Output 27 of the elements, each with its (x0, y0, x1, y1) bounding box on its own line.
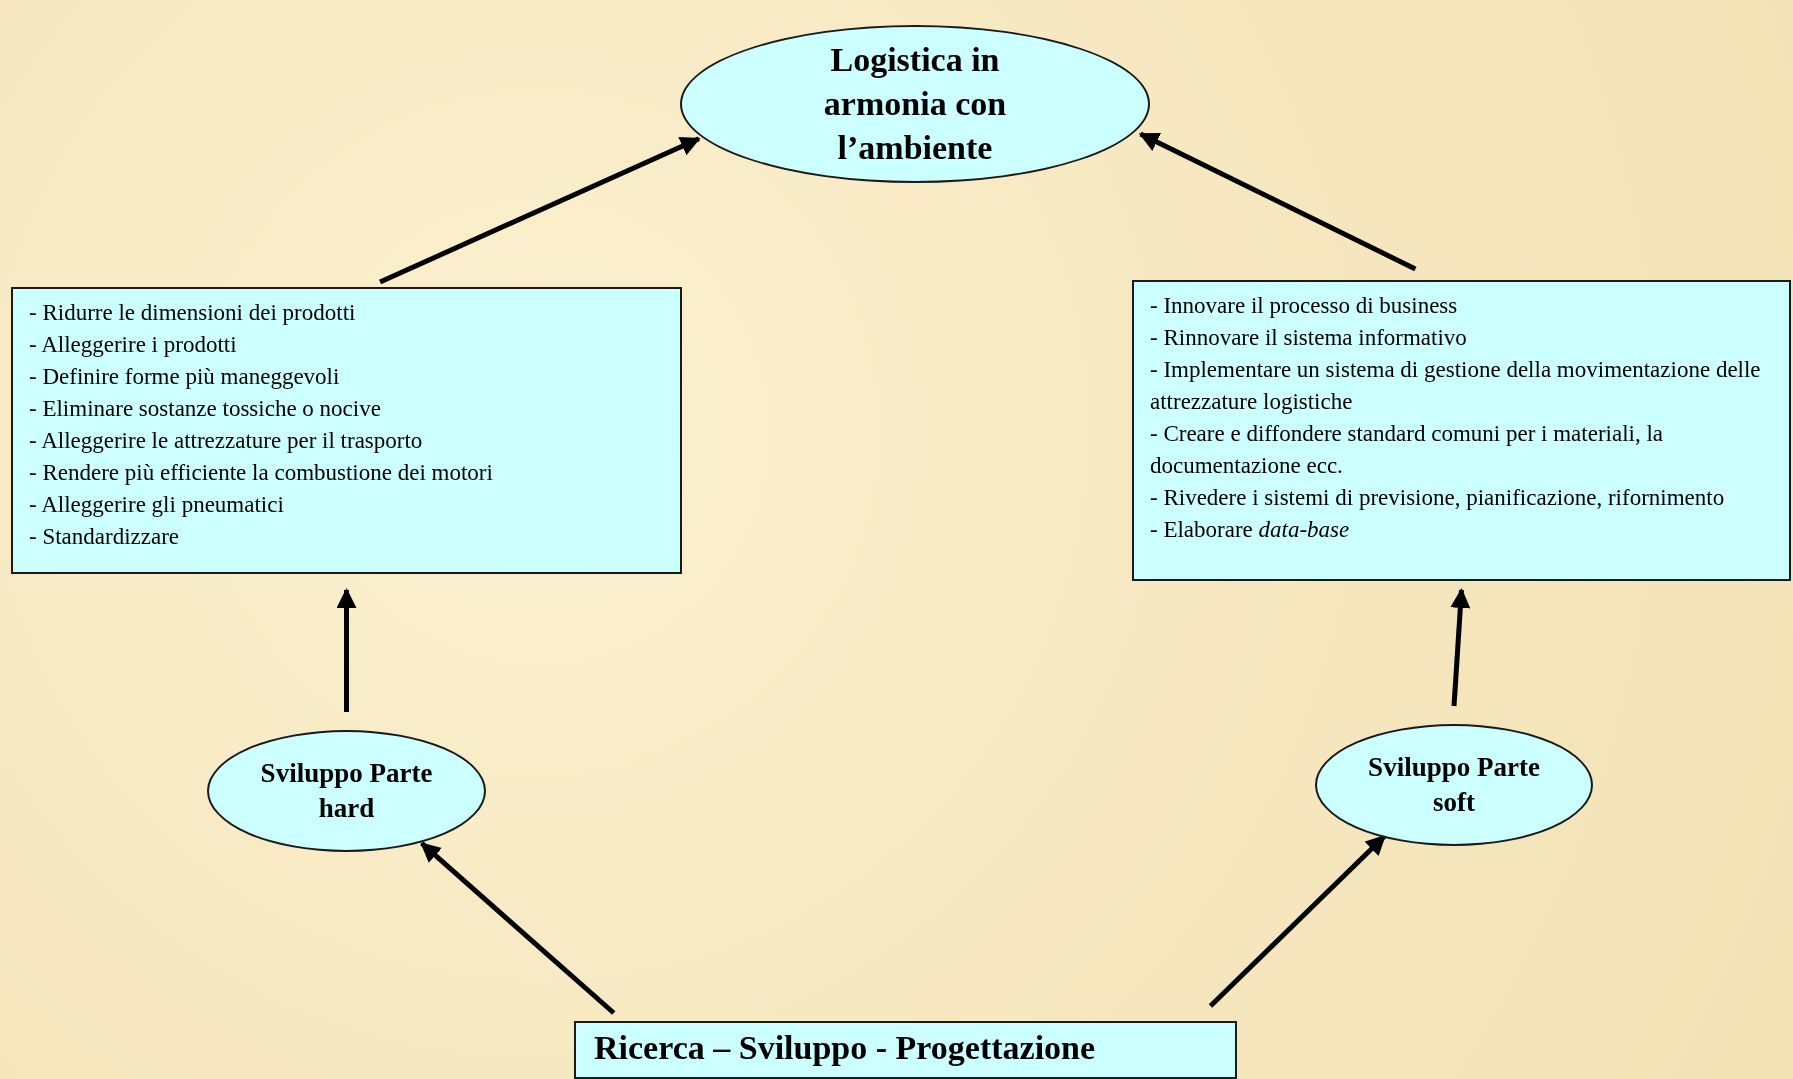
title-box (574, 1021, 1237, 1079)
list-box (11, 287, 682, 574)
list-item: - Rinnovare il sistema informativo (1150, 324, 1468, 352)
node-label: Sviluppo Parte hard (259, 756, 434, 825)
list-item: - Alleggerire le attrezzature per il trasporto (29, 427, 424, 455)
list-item: - Alleggerire i prodotti (29, 331, 238, 359)
list-item: - Innovare il processo di business (1150, 292, 1459, 320)
list-item: - Ridurre le dimensioni dei prodotti (29, 299, 357, 327)
list-item: - Standardizzare (29, 523, 181, 551)
list-item: - Creare e diffondere standard comuni per i materiali, la documentazione ecc. (1150, 420, 1665, 480)
node-label: Logistica in armonia con l’ambiente (822, 39, 1008, 169)
arrow (1450, 588, 1471, 707)
list-item: - Implementare un sistema di gestione della movimentazione delle attrezzature logistiche (1150, 356, 1762, 416)
arrow (1138, 131, 1417, 272)
list-box (1132, 280, 1791, 581)
list-item: - Elaborare data-base (1150, 516, 1351, 544)
arrow (379, 136, 701, 285)
arrow (420, 841, 616, 1015)
list-item: - Definire forme più maneggevoli (29, 363, 341, 391)
arrow (336, 588, 357, 712)
list-item: - Eliminare sostanze tossiche o nocive (29, 395, 382, 423)
list-item: - Alleggerire gli pneumatici (29, 491, 285, 519)
arrow (1208, 834, 1387, 1008)
list-item: - Rivedere i sistemi di previsione, pianificazione, rifornimento (1150, 484, 1726, 512)
node-label: Ricerca – Sviluppo - Progettazione (594, 1029, 1096, 1066)
list-item: - Rendere più efficiente la combustione dei motori (29, 459, 494, 487)
node-label: Sviluppo Parte soft (1367, 750, 1541, 819)
